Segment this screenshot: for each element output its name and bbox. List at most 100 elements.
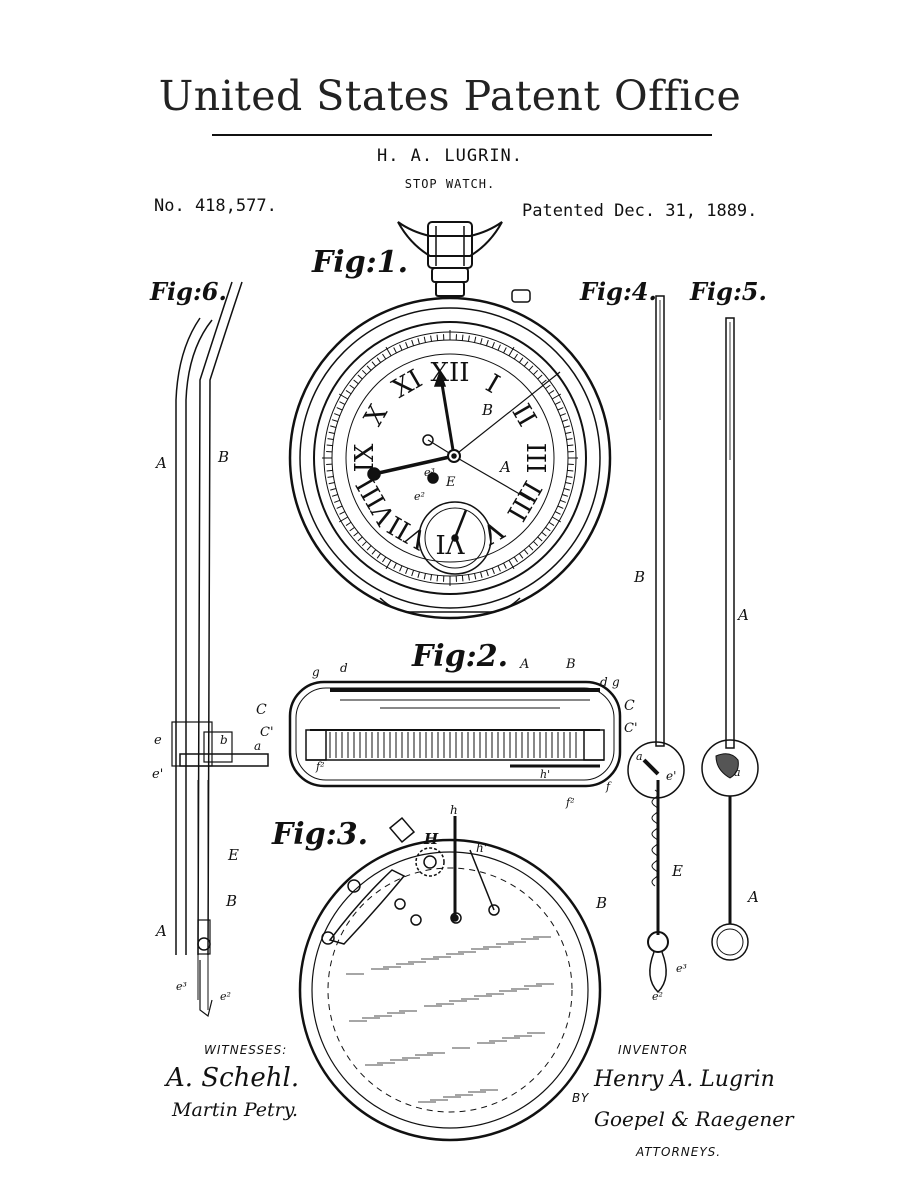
dial-tick <box>474 573 477 580</box>
witness-signature: A. Schehl. <box>164 1063 299 1093</box>
dial-tick <box>361 369 367 375</box>
ref-label: E <box>671 862 683 880</box>
dial-tick <box>565 431 572 434</box>
fig-2-cross-section: g d A B d g C C' C C' f² h' f² f <box>256 657 638 809</box>
ref-label: e³ <box>176 980 187 993</box>
ref-label: d <box>340 661 348 675</box>
dial-tick <box>563 425 570 428</box>
dial-numeral: V <box>476 513 509 549</box>
ref-label: d <box>600 675 608 689</box>
ref-label: h' <box>540 768 550 781</box>
ref-label: a <box>734 766 741 779</box>
dial-tick <box>551 516 562 523</box>
dial-tick <box>338 393 349 400</box>
dial-tick <box>480 571 483 578</box>
dial-tick <box>467 335 470 342</box>
ref-label: A <box>498 458 511 476</box>
dial-tick <box>366 365 372 371</box>
ref-label: e² <box>414 490 425 503</box>
dial-tick <box>411 570 415 577</box>
ref-label: e³ <box>424 466 435 479</box>
dial-tick <box>474 336 477 343</box>
ref-label: A <box>519 657 529 672</box>
ref-label: e² <box>220 990 231 1003</box>
dial-tick <box>467 574 470 581</box>
dial-tick <box>357 536 363 542</box>
figure-label: Fig:3. <box>271 817 368 852</box>
witnesses-label: WITNESSES: <box>204 1043 287 1057</box>
dial-numeral: IIII <box>500 475 547 526</box>
dial-tick <box>376 357 382 363</box>
dial-tick <box>523 549 529 555</box>
dial-tick <box>541 531 547 537</box>
dial-tick <box>361 541 367 547</box>
ref-label: A <box>154 922 167 940</box>
dial-tick <box>353 531 359 537</box>
dial-tick <box>513 556 518 563</box>
dial-tick <box>554 511 561 515</box>
dial-tick <box>382 353 387 360</box>
dial-numeral: I <box>481 369 505 400</box>
ref-label: g <box>612 675 620 689</box>
dial-tick <box>330 425 337 428</box>
dial-tick <box>533 369 539 375</box>
figure-label: Fig:6. <box>149 277 227 306</box>
dial-tick <box>331 419 338 423</box>
dial-tick <box>357 374 363 380</box>
dial-numeral: X <box>359 400 394 431</box>
fig-5-spring: A a A <box>701 317 759 961</box>
dial-tick <box>399 565 403 572</box>
dial-tick <box>548 390 555 395</box>
dial-numeral: III <box>520 443 550 474</box>
dial-tick <box>503 347 507 354</box>
ref-label: f² <box>315 760 324 773</box>
invention-title: STOP WATCH. <box>404 177 496 191</box>
dial-tick <box>405 567 409 574</box>
attorneys-signature: Goepel & Raegener <box>594 1107 795 1131</box>
dial-tick <box>562 419 569 423</box>
ref-label: a <box>636 750 643 763</box>
ref-label: h <box>450 803 458 817</box>
dial-tick <box>565 482 572 485</box>
dial-tick <box>371 361 377 367</box>
patent-number: No. 418,577. <box>154 196 277 216</box>
dial-tick <box>566 438 573 441</box>
dial-tick <box>331 493 338 497</box>
ref-label: e' <box>152 767 163 782</box>
dial-tick <box>382 556 387 563</box>
dial-tick <box>491 567 495 574</box>
witness-signature: Martin Petry. <box>171 1099 298 1121</box>
dial-tick <box>328 482 335 485</box>
dial-tick <box>326 469 333 472</box>
by-label: BY <box>572 1091 590 1105</box>
figure-label: Fig:5. <box>689 277 767 306</box>
dial-tick <box>508 559 515 570</box>
dial-tick <box>366 545 372 551</box>
ref-label: C <box>624 698 635 714</box>
ref-label: e² <box>652 990 663 1003</box>
dial-tick <box>334 499 341 503</box>
dial-tick <box>436 334 439 341</box>
dial-tick <box>497 344 501 351</box>
dial-tick <box>567 444 574 447</box>
dial-tick <box>417 571 420 578</box>
dial-tick <box>491 342 495 349</box>
figure-label: Fig:1. <box>311 245 408 280</box>
dial-tick <box>371 549 377 555</box>
dial-tick <box>336 407 343 411</box>
ref-label: B <box>481 401 493 419</box>
dial-tick <box>557 407 564 411</box>
dial-tick <box>518 357 524 363</box>
fig-3-movement: h h' H <box>298 803 602 1142</box>
dial-tick <box>430 574 433 581</box>
ref-label: b <box>220 733 228 747</box>
ref-label: f² <box>565 796 574 809</box>
dial-tick <box>423 336 426 343</box>
dial-tick <box>339 511 346 515</box>
dial-numeral: VI <box>435 528 465 558</box>
ref-label: H <box>423 830 439 848</box>
dial-tick <box>353 379 359 385</box>
ref-label: a <box>254 739 261 753</box>
